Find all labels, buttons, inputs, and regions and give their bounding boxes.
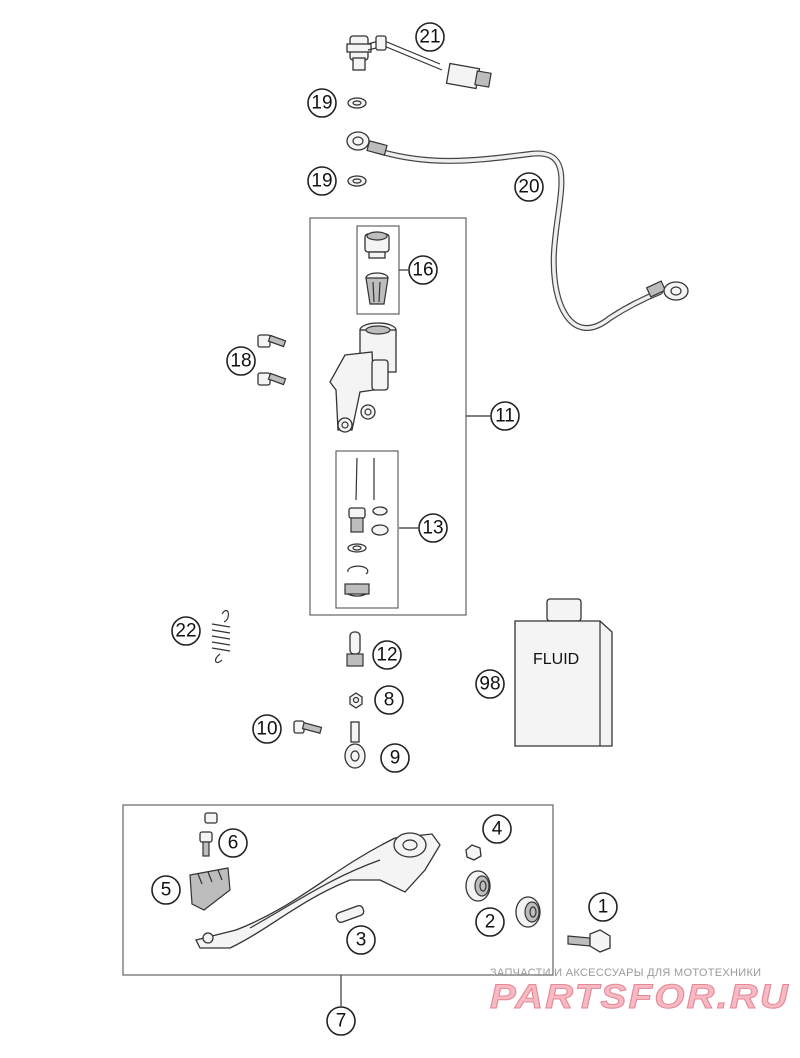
master-cylinder-body-part[interactable] xyxy=(329,322,397,433)
reservoir-cap-part[interactable] xyxy=(364,231,390,259)
mounting-screw-upper-part[interactable] xyxy=(257,334,287,348)
callout-16[interactable]: 16 xyxy=(408,255,438,285)
watermark-brand: PARTSFOR.RU xyxy=(490,978,790,1016)
brake-hose-part[interactable] xyxy=(346,131,689,331)
sealing-washer-upper-part[interactable] xyxy=(347,97,367,109)
callout-12[interactable]: 12 xyxy=(372,640,402,670)
leader-lines xyxy=(340,269,490,1006)
callout-9[interactable]: 9 xyxy=(380,743,410,773)
sealing-washer-lower-part[interactable] xyxy=(347,175,367,187)
callout-6[interactable]: 6 xyxy=(218,828,248,858)
callout-13[interactable]: 13 xyxy=(418,513,448,543)
repair-kit-frame xyxy=(335,450,399,609)
hex-nut-part[interactable] xyxy=(349,692,363,709)
pedal-step-part[interactable] xyxy=(189,867,231,911)
callout-19-lower[interactable]: 19 xyxy=(307,166,337,196)
return-spring-part[interactable] xyxy=(211,609,231,664)
callout-98[interactable]: 98 xyxy=(475,669,505,699)
callout-22[interactable]: 22 xyxy=(171,616,201,646)
callout-7[interactable]: 7 xyxy=(326,1006,356,1036)
adjusting-screw-part[interactable] xyxy=(199,812,218,857)
mounting-screw-lower-part[interactable] xyxy=(257,372,287,386)
piston-repair-kit-part[interactable] xyxy=(344,457,389,597)
bearing-upper-part[interactable] xyxy=(465,870,491,902)
brake-light-switch-part[interactable] xyxy=(346,35,492,90)
callout-8[interactable]: 8 xyxy=(374,685,404,715)
callout-10[interactable]: 10 xyxy=(252,714,282,744)
brake-pedal-lever-part[interactable] xyxy=(195,832,441,949)
callout-4[interactable]: 4 xyxy=(482,814,512,844)
brake-fluid-container-part[interactable]: FLUID xyxy=(514,598,613,747)
pivot-bolt-part[interactable] xyxy=(293,720,323,734)
callout-19-upper[interactable]: 19 xyxy=(307,88,337,118)
callout-20[interactable]: 20 xyxy=(514,172,544,202)
pedal-assembly-frame xyxy=(122,804,554,976)
reservoir-strainer-part[interactable] xyxy=(365,272,389,305)
callout-2[interactable]: 2 xyxy=(475,907,505,937)
callout-1[interactable]: 1 xyxy=(588,892,618,922)
callout-5[interactable]: 5 xyxy=(151,875,181,905)
fluid-label: FLUID xyxy=(533,651,579,668)
callout-18[interactable]: 18 xyxy=(226,346,256,376)
callout-21[interactable]: 21 xyxy=(415,22,445,52)
watermark-tagline: ЗАПЧАСТИ И АКСЕССУАРЫ ДЛЯ МОТОТЕХНИКИ xyxy=(490,967,761,979)
pedal-pin-part[interactable] xyxy=(335,904,365,924)
pedal-nut-part[interactable] xyxy=(465,844,482,861)
callout-11[interactable]: 11 xyxy=(490,401,520,431)
bearing-lower-part[interactable] xyxy=(515,896,541,928)
pedal-pivot-bolt-part[interactable] xyxy=(567,929,611,953)
clevis-eye-part[interactable] xyxy=(344,721,366,769)
callout-3[interactable]: 3 xyxy=(346,925,376,955)
pushrod-part[interactable] xyxy=(346,631,364,667)
